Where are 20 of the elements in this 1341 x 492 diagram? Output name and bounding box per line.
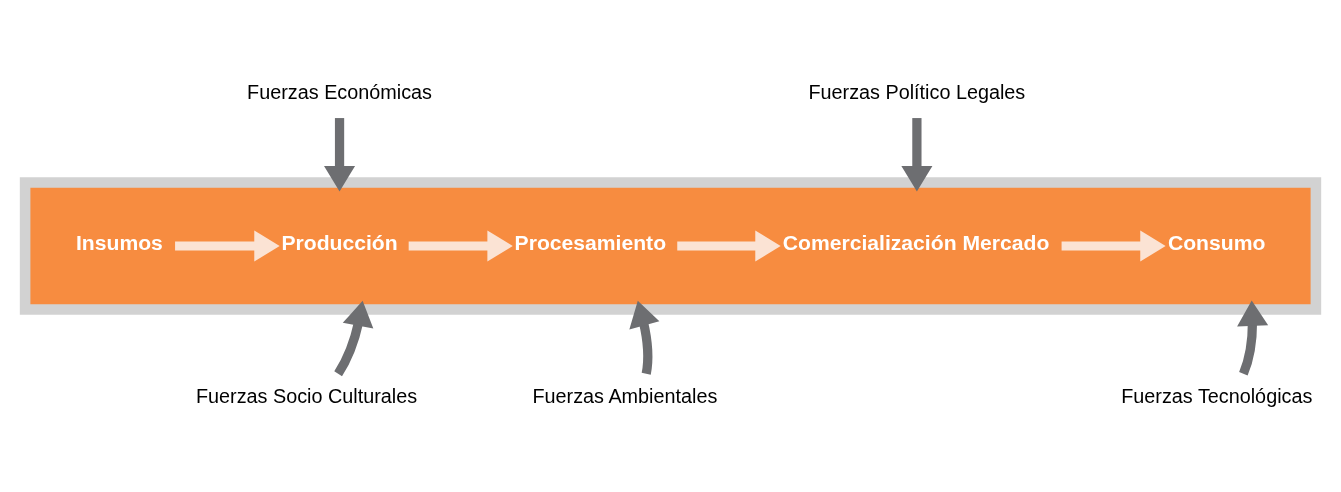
arrow bbox=[1061, 230, 1166, 262]
node-text: Fuerzas Ambientales bbox=[532, 384, 718, 407]
node-text: Producción bbox=[281, 230, 398, 254]
node-text: Fuerzas Socio Culturales bbox=[195, 384, 418, 407]
arrow bbox=[629, 300, 660, 375]
node-text: Fuerzas Económicas bbox=[247, 80, 432, 103]
node-text: Fuerzas Político Legales bbox=[808, 80, 1026, 103]
arrow bbox=[175, 230, 280, 262]
arrow bbox=[408, 230, 513, 262]
node-text: Procesamiento bbox=[514, 230, 667, 254]
arrow bbox=[1237, 300, 1269, 376]
node-text: Comercialización Mercado bbox=[782, 230, 1050, 254]
arrow bbox=[677, 230, 781, 262]
cluster bbox=[19, 177, 1322, 315]
node-text: Consumo bbox=[1167, 230, 1266, 254]
node-text: Fuerzas Tecnológicas bbox=[1121, 384, 1313, 407]
node-text: Insumos bbox=[75, 230, 163, 254]
arrow bbox=[901, 118, 933, 192]
arrow bbox=[334, 300, 374, 377]
arrow bbox=[324, 118, 356, 192]
